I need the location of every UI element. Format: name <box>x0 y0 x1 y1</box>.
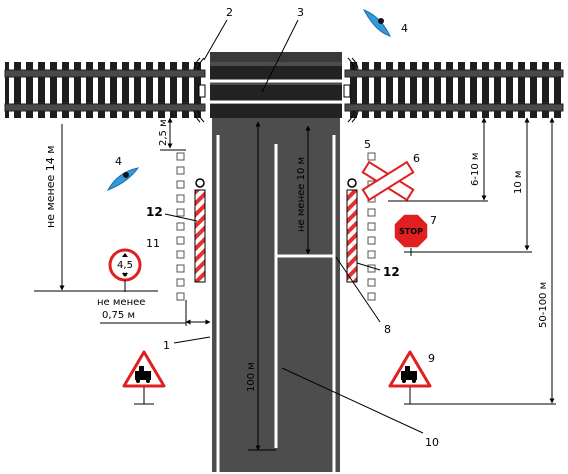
label-1: 1 <box>163 339 170 352</box>
dim-6-10m: 6-10 м <box>470 153 481 186</box>
label-2: 2 <box>226 6 233 19</box>
label-7: 7 <box>430 214 437 227</box>
label-12-left: 12 <box>146 205 163 219</box>
st-andrews-cross-sign-icon <box>361 160 415 202</box>
traffic-light-icon <box>362 9 391 37</box>
label-5: 5 <box>364 138 371 151</box>
dimension-lines <box>34 117 556 451</box>
traffic-light-icon <box>106 167 140 191</box>
dim-0-75m: 0,75 м <box>102 310 135 321</box>
leader-lines <box>164 19 424 434</box>
guard-posts-left <box>176 152 185 301</box>
barrier-left <box>194 178 206 283</box>
label-4-left: 4 <box>115 155 122 168</box>
label-6: 6 <box>413 152 420 165</box>
barrier-right <box>346 178 358 283</box>
label-10: 10 <box>425 436 439 449</box>
railway-track <box>4 57 564 123</box>
height-limit-sign-icon: 4,5 м <box>108 248 142 292</box>
label-3: 3 <box>297 6 304 19</box>
dim-min-14m: не менее 14 м <box>44 145 57 228</box>
label-4-top: 4 <box>401 22 408 35</box>
height-limit-unit: м <box>123 271 128 278</box>
railway-crossing-warning-sign-icon <box>388 350 432 404</box>
dim-min-10m: не менее 10 м <box>296 157 307 232</box>
railway-crossing-warning-sign-icon <box>122 350 166 405</box>
label-8: 8 <box>384 323 391 336</box>
dim-50-100m: 50-100 м <box>538 282 549 328</box>
label-11: 11 <box>146 237 160 250</box>
stop-sign-icon: STOP <box>393 213 429 256</box>
stop-sign-text: STOP <box>399 227 423 236</box>
dim-10m: 10 м <box>513 171 524 194</box>
label-12-right: 12 <box>383 265 400 279</box>
dim-100m: 100 м <box>246 362 257 392</box>
dim-2-5m: 2,5 м <box>158 119 169 146</box>
height-limit-value: 4,5 <box>117 260 133 271</box>
dim-min-label: не менее <box>97 297 145 308</box>
road <box>210 52 342 472</box>
label-9: 9 <box>428 352 435 365</box>
